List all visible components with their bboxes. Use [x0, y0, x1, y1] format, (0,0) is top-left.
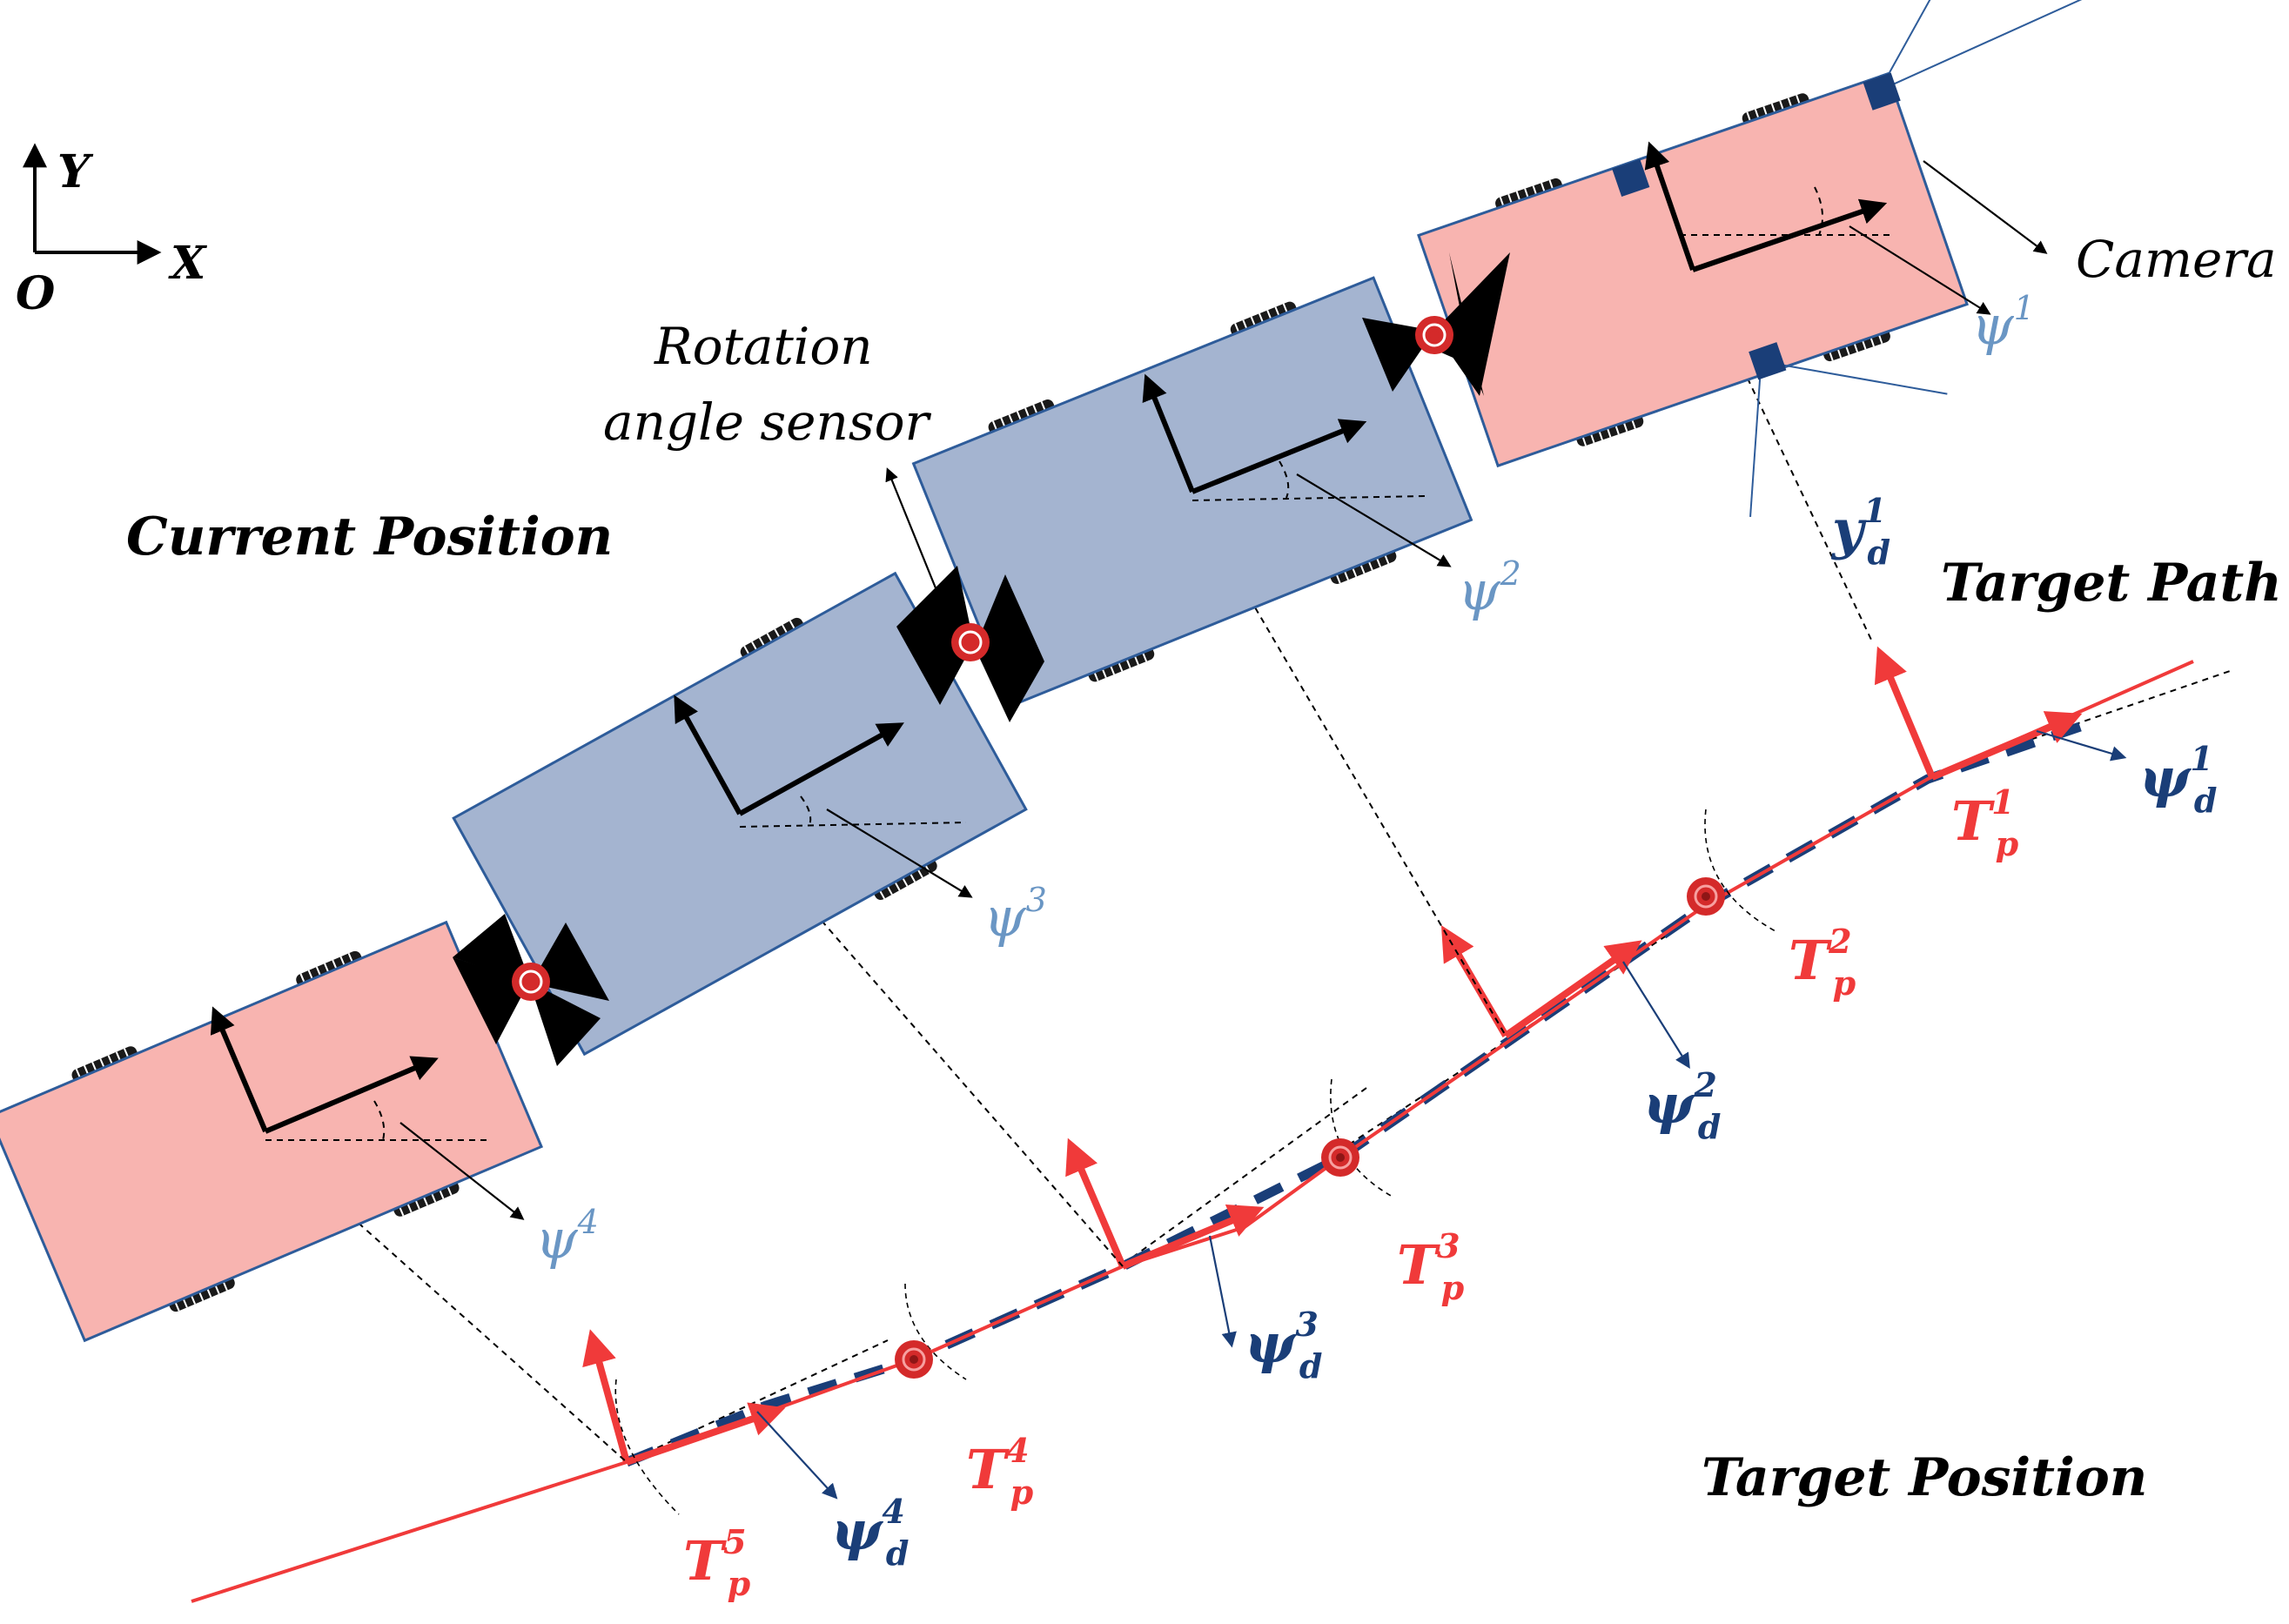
joint-icon	[950, 621, 991, 663]
text-labels: Current Position Target Path Target Posi…	[126, 230, 2282, 1603]
x-axis-label: X	[168, 237, 208, 290]
camera-icon	[1863, 72, 1901, 111]
sensor-icon	[1749, 342, 1787, 380]
car-1	[1417, 0, 2096, 518]
desired-heading-arrows	[756, 729, 2127, 1500]
car-3	[452, 571, 1028, 1057]
camera-label: Camera	[2076, 230, 2277, 289]
couplings	[453, 252, 1510, 1066]
origin-label: O	[16, 267, 55, 320]
psi-1-label: ψ1	[1971, 289, 2035, 357]
target-path-label: Target Path	[1941, 553, 2282, 614]
target-position-label: Target Position	[1702, 1447, 2147, 1508]
sensor-icon	[1612, 158, 1650, 198]
leader-arrows	[399, 160, 2048, 1220]
psi-4-label: ψ4	[535, 1203, 599, 1271]
y-axis-label: Y	[57, 145, 94, 198]
rotation-sensor-label: Rotation angle sensor	[603, 317, 931, 452]
car-2	[911, 276, 1473, 708]
psi-3-label: ψ3	[983, 881, 1047, 949]
coordinate-axes: Y X O	[16, 143, 208, 320]
psi-2-label: ψ2	[1458, 554, 1521, 622]
current-position-label: Current Position	[126, 507, 613, 567]
joint-icon	[510, 961, 552, 1003]
joint-icon	[1413, 314, 1455, 356]
